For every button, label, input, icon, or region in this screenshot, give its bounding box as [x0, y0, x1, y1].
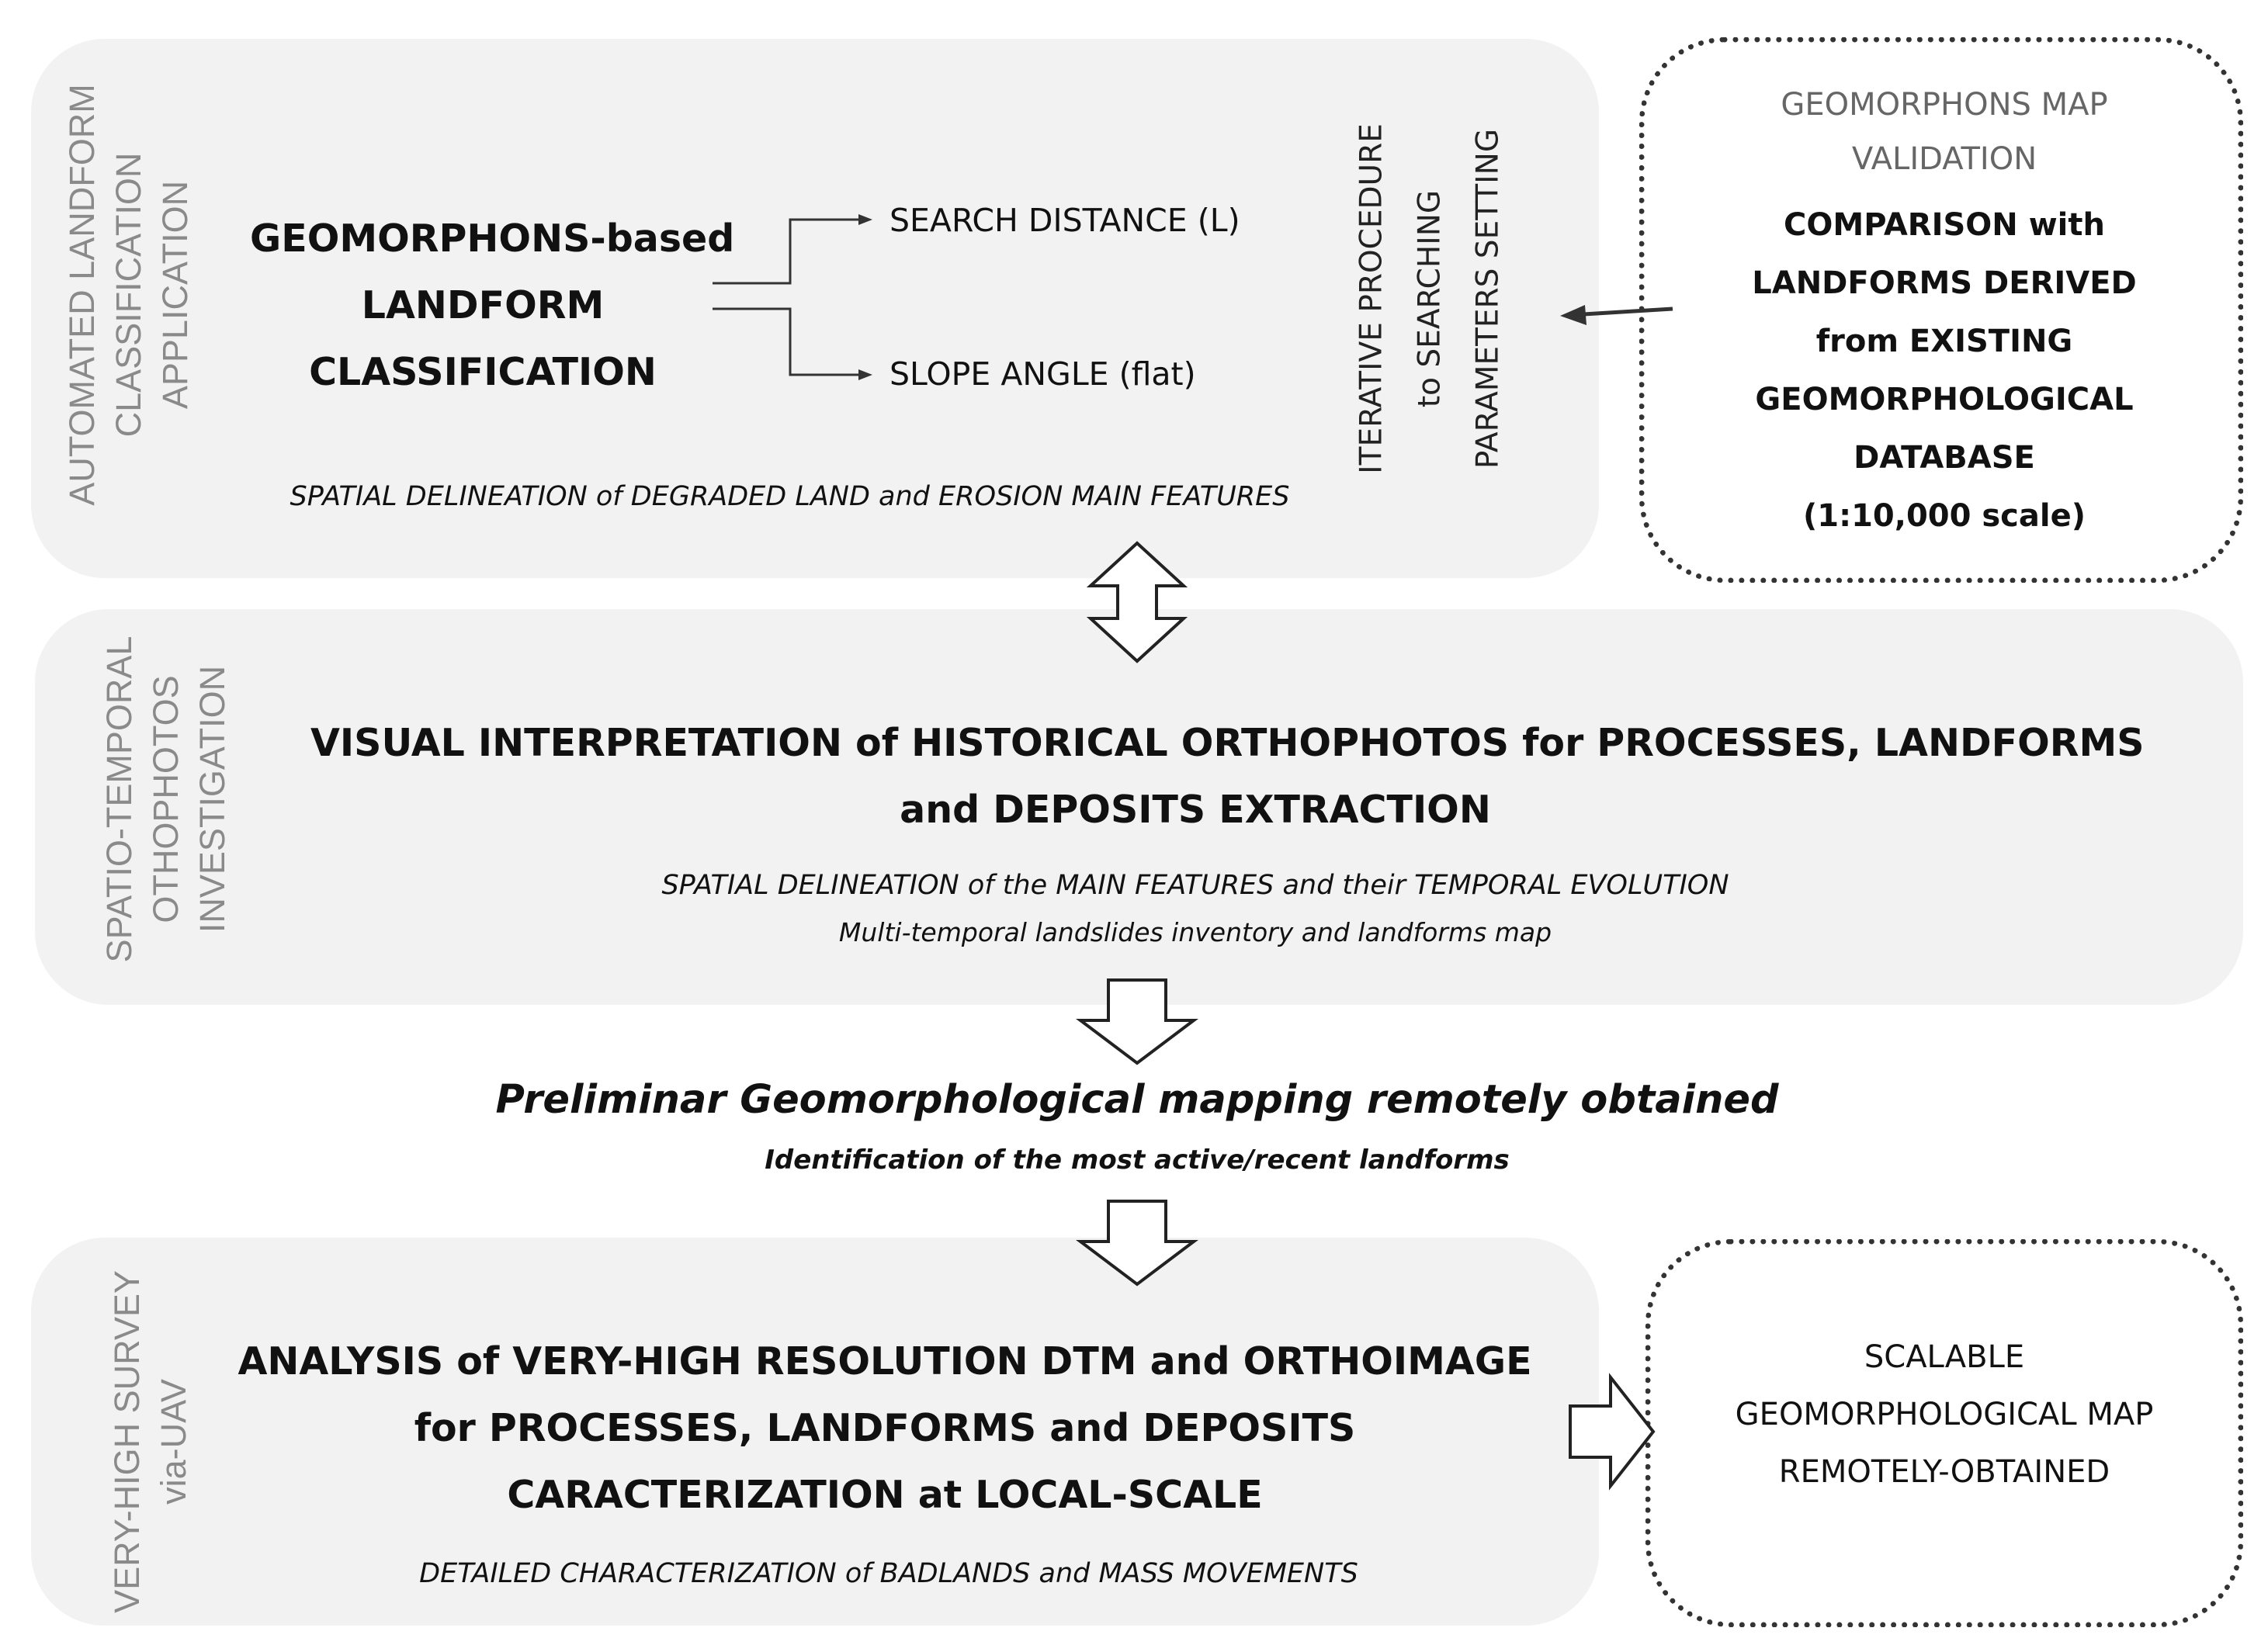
geomorphons-title-line-3: CLASSIFICATION	[309, 350, 657, 394]
validation-feedback-arrow	[1583, 307, 1673, 317]
uav-analysis-title-line-3: CARACTERIZATION at LOCAL-SCALE	[507, 1473, 1263, 1517]
validation-body: COMPARISON with LANDFORMS DERIVED from E…	[1669, 196, 2220, 545]
panel1-caption: SPATIAL DELINEATION of DEGRADED LAND and…	[290, 481, 1290, 512]
branch-connector-top	[713, 218, 862, 285]
side-label-orthophotos-line-3: INVESTIGATION	[192, 665, 232, 933]
validation-feedback-arrowhead	[1560, 305, 1587, 325]
validation-body-line-2: LANDFORMS DERIVED	[1752, 265, 2137, 301]
iterative-procedure-label: ITERATIVE PROCEDURE to SEARCHING PARAMET…	[1343, 123, 1517, 474]
visual-interpretation-title: VISUAL INTERPRETATION of HISTORICAL ORTH…	[310, 710, 2145, 843]
validation-body-line-6: (1:10,000 scale)	[1802, 498, 2086, 534]
validation-body-line-5: DATABASE	[1854, 440, 2035, 476]
output-map-line-1: SCALABLE	[1864, 1339, 2025, 1375]
iterative-procedure-line-2: to SEARCHING	[1412, 189, 1448, 408]
output-map-line-2: GEOMORPHOLOGICAL MAP	[1735, 1397, 2154, 1432]
right-arrow-output	[1569, 1373, 1656, 1491]
panel2-caption: SPATIAL DELINEATION of the MAIN FEATURES…	[661, 870, 1729, 901]
side-label-uav: VERY-HIGH SURVEY via-UAV	[104, 1270, 197, 1613]
panel2-subcaption: Multi-temporal landslides inventory and …	[838, 917, 1552, 947]
geomorphons-title: GEOMORPHONS-based LANDFORM CLASSIFICATIO…	[250, 206, 735, 406]
panel3-caption: DETAILED CHARACTERIZATION of BADLANDS an…	[419, 1558, 1358, 1589]
down-arrow-1	[1076, 978, 1198, 1065]
iterative-procedure-line-1: ITERATIVE PROCEDURE	[1354, 123, 1389, 474]
branch-arrowhead-bottom	[858, 369, 872, 380]
uav-analysis-title-line-2: for PROCESSES, LANDFORMS and DEPOSITS	[414, 1406, 1356, 1450]
panel-landform-classification	[31, 39, 1599, 578]
iterative-procedure-line-3: PARAMETERS SETTING	[1470, 128, 1506, 469]
panel-uav-survey	[31, 1238, 1599, 1626]
side-label-landform-line-1: AUTOMATED LANDFORM	[62, 84, 102, 506]
search-distance-label: SEARCH DISTANCE (L)	[889, 202, 1240, 239]
side-label-orthophotos-line-2: OTHOPHOTOS	[146, 675, 186, 923]
output-map-label: SCALABLE GEOMORPHOLOGICAL MAP REMOTELY-O…	[1661, 1328, 2228, 1501]
branch-connector-bottom	[713, 307, 862, 376]
validation-body-line-4: GEOMORPHOLOGICAL	[1755, 382, 2134, 417]
validation-heading: GEOMORPHONS MAP VALIDATION	[1669, 78, 2220, 186]
side-label-orthophotos-line-1: SPATIO-TEMPORAL	[99, 636, 139, 963]
visual-interpretation-title-line-1: VISUAL INTERPRETATION of HISTORICAL ORTH…	[310, 721, 2145, 765]
side-label-landform: AUTOMATED LANDFORM CLASSIFICATION APPLIC…	[59, 84, 199, 505]
output-map-line-3: REMOTELY-OBTAINED	[1778, 1454, 2110, 1490]
validation-body-line-3: from EXISTING	[1815, 324, 2073, 359]
side-label-uav-line-2: via-UAV	[154, 1379, 193, 1505]
uav-analysis-title: ANALYSIS of VERY-HIGH RESOLUTION DTM and…	[225, 1328, 1545, 1529]
visual-interpretation-title-line-2: and DEPOSITS EXTRACTION	[900, 788, 1491, 832]
down-arrow-2	[1076, 1200, 1198, 1287]
geomorphons-title-line-2: LANDFORM	[361, 283, 605, 327]
panel-orthophotos-investigation	[35, 609, 2243, 1005]
validation-box	[1639, 37, 2243, 583]
validation-body-line-1: COMPARISON with	[1784, 207, 2105, 243]
validation-heading-line-1: GEOMORPHONS MAP	[1781, 87, 2108, 123]
side-label-landform-line-3: APPLICATION	[155, 180, 195, 410]
validation-heading-line-2: VALIDATION	[1851, 141, 2037, 177]
double-headed-arrow	[1086, 541, 1188, 663]
geomorphons-title-line-1: GEOMORPHONS-based	[250, 216, 735, 261]
slope-angle-label: SLOPE ANGLE (flat)	[889, 355, 1196, 393]
branch-arrowhead-top	[858, 214, 872, 225]
side-label-uav-line-1: VERY-HIGH SURVEY	[107, 1270, 147, 1613]
side-label-landform-line-2: CLASSIFICATION	[109, 152, 148, 438]
side-label-orthophotos: SPATIO-TEMPORAL OTHOPHOTOS INVESTIGATION	[96, 636, 236, 963]
preliminary-mapping-title: Preliminar Geomorphological mapping remo…	[495, 1077, 1779, 1123]
uav-analysis-title-line-1: ANALYSIS of VERY-HIGH RESOLUTION DTM and…	[238, 1339, 1532, 1384]
preliminary-mapping-subtitle: Identification of the most active/recent…	[765, 1145, 1510, 1176]
